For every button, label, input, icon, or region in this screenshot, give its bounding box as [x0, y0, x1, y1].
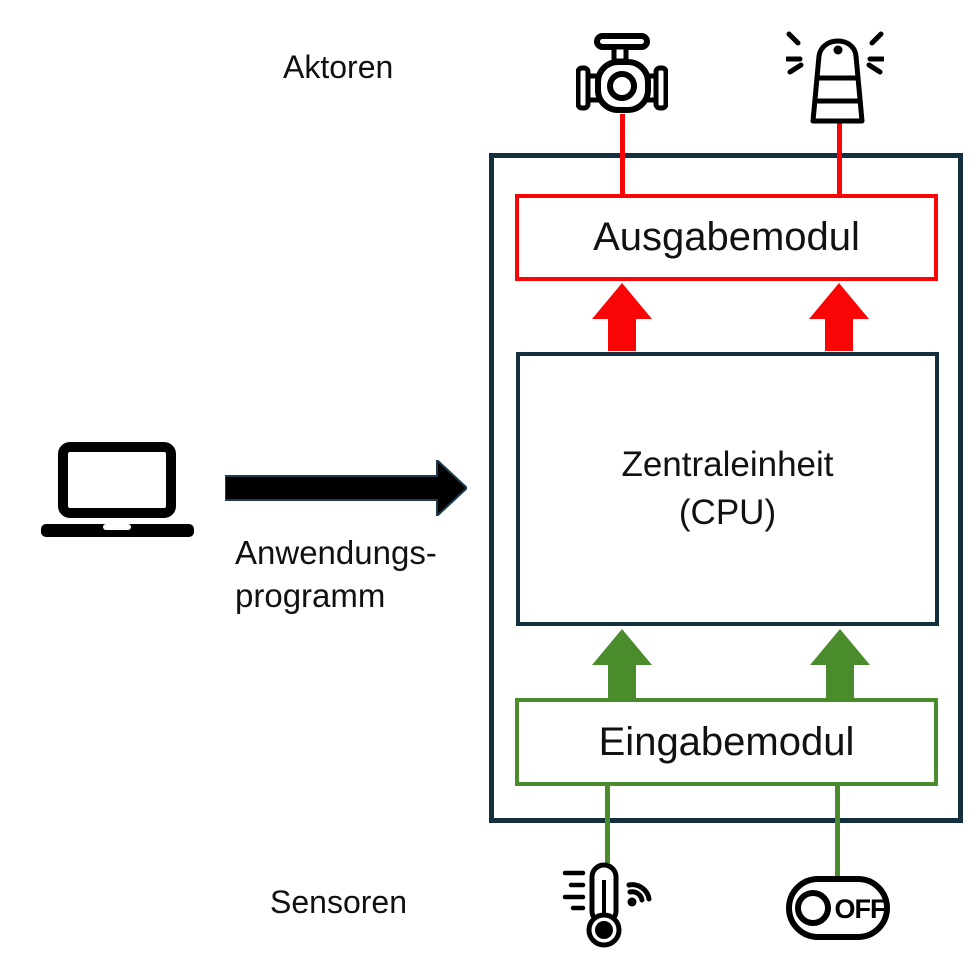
off-toggle-icon: OFF: [786, 876, 890, 940]
wireless-thermometer-icon: [562, 862, 652, 948]
right-arrow-icon: [225, 460, 467, 516]
green-up-arrow-icon: [592, 629, 652, 698]
laptop-icon: [41, 442, 194, 537]
valve-icon: [576, 33, 668, 113]
anwendungsprogramm-line1: Anwendungs-: [235, 534, 437, 571]
anwendungsprogramm-line2: programm: [235, 577, 386, 614]
beacon-connector-line: [837, 121, 842, 195]
anwendungsprogramm-label: Anwendungs- programm: [235, 531, 437, 617]
eingabemodul-label: Eingabemodul: [598, 719, 855, 764]
thermometer-connector-line: [605, 785, 610, 863]
valve-connector-line: [620, 114, 625, 195]
ausgabemodul-label: Ausgabemodul: [593, 215, 860, 259]
eingabemodul-box: Eingabemodul: [515, 698, 938, 786]
aktoren-label: Aktoren: [283, 49, 394, 85]
zentraleinheit-label-line2: (CPU): [678, 493, 777, 532]
switch-connector-line: [835, 785, 840, 878]
zentraleinheit-box: Zentraleinheit (CPU): [516, 352, 939, 626]
red-up-arrow-icon: [592, 283, 652, 351]
sensoren-label: Sensoren: [270, 884, 407, 920]
off-toggle-label: OFF: [835, 894, 886, 924]
plc-outer-frame: [489, 153, 963, 823]
signal-beacon-icon: [786, 31, 884, 124]
red-up-arrow-icon: [809, 283, 869, 351]
ausgabemodul-box: Ausgabemodul: [515, 194, 938, 281]
green-up-arrow-icon: [810, 629, 870, 698]
zentraleinheit-label-line1: Zentraleinheit: [621, 445, 834, 484]
